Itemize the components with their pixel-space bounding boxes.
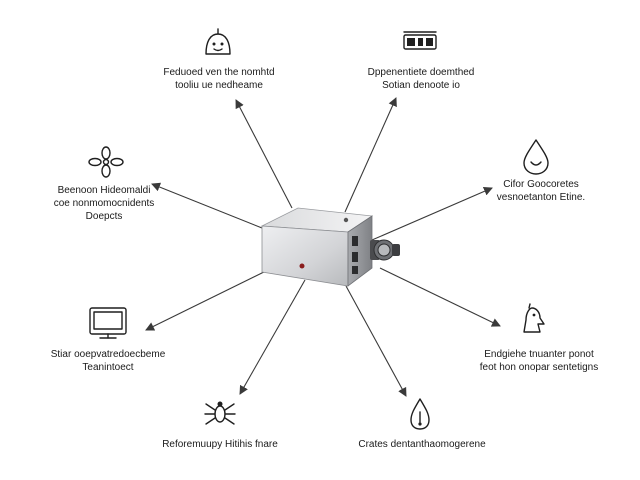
label-bottom-left-line-1: Reforemuupy Hitihis fnare: [162, 439, 278, 450]
label-mid-left-line-2: coe nonmomocnidents: [53, 198, 155, 209]
label-mid-left: Beenoon Hideomaldi coe nonmomocnidents D…: [38, 184, 170, 223]
label-mid-right-line-1: Cifor Goocoretes: [503, 179, 579, 190]
arrow-top-right: [344, 97, 397, 213]
device-side-port-3: [352, 266, 358, 274]
label-mid-right-line-2: vesnoetanton Etine.: [496, 192, 586, 203]
device-top-screw: [343, 217, 349, 223]
device-front-face: [261, 225, 349, 287]
device-connector: [370, 239, 400, 261]
arrow-top-left: [235, 99, 293, 209]
droplet-icon: [523, 139, 549, 175]
label-low-left-line-1: Stiar ooepvatredoecbeme: [50, 349, 166, 360]
arrow-mid-left: [151, 182, 263, 229]
label-low-right-line-1: Endgiehe tnuanter ponot: [484, 349, 594, 360]
label-low-right: Endgiehe tnuanter ponot feot hon onopar …: [462, 348, 616, 374]
arrow-low-right: [379, 267, 501, 327]
label-low-left-line-2: Teanintoect: [82, 362, 134, 373]
arrow-bottom-left: [239, 279, 306, 395]
label-top-left-line-1: Feduoed ven the nomhtd: [163, 67, 275, 78]
label-bottom-left: Reforemuupy Hitihis fnare: [140, 438, 300, 451]
label-low-right-line-2: feot hon onopar sentetigns: [479, 362, 599, 373]
label-bottom-right-line-1: Crates dentanthaomogerene: [358, 439, 486, 450]
device-side-port: [352, 236, 358, 246]
label-mid-right: Cifor Goocoretes vesnoetanton Etine.: [478, 178, 604, 204]
device-indicator-light: [299, 263, 305, 269]
bell-face-icon: [205, 28, 231, 55]
label-top-right-line-2: Sotian denoote io: [382, 80, 460, 91]
arrow-low-left: [145, 269, 269, 331]
central-device: [260, 207, 400, 287]
fan-icon: [88, 146, 124, 178]
device-side-port-2: [352, 252, 358, 262]
arrow-mid-right: [371, 187, 493, 241]
label-bottom-right: Crates dentanthaomogerene: [340, 438, 504, 451]
drop-pressure-icon: [410, 398, 430, 430]
label-top-right: Dppenentiete doemthed Sotian denoote io: [354, 66, 488, 92]
label-top-left: Feduoed ven the nomhtd tooliu ue nedheam…: [150, 66, 288, 92]
arrow-bottom-right: [345, 285, 407, 397]
label-mid-left-line-1: Beenoon Hideomaldi: [57, 185, 151, 196]
figure-icon: [523, 303, 545, 333]
arrows: [145, 97, 501, 397]
label-mid-left-line-3: Doepcts: [85, 211, 123, 222]
label-low-left: Stiar ooepvatredoecbeme Teanintoect: [36, 348, 180, 374]
label-top-right-line-1: Dppenentiete doemthed: [367, 67, 475, 78]
insect-icon: [204, 401, 236, 425]
device-panel-icon: [403, 31, 437, 50]
label-top-left-line-2: tooliu ue nedheame: [175, 80, 263, 91]
monitor-icon: [89, 307, 127, 339]
